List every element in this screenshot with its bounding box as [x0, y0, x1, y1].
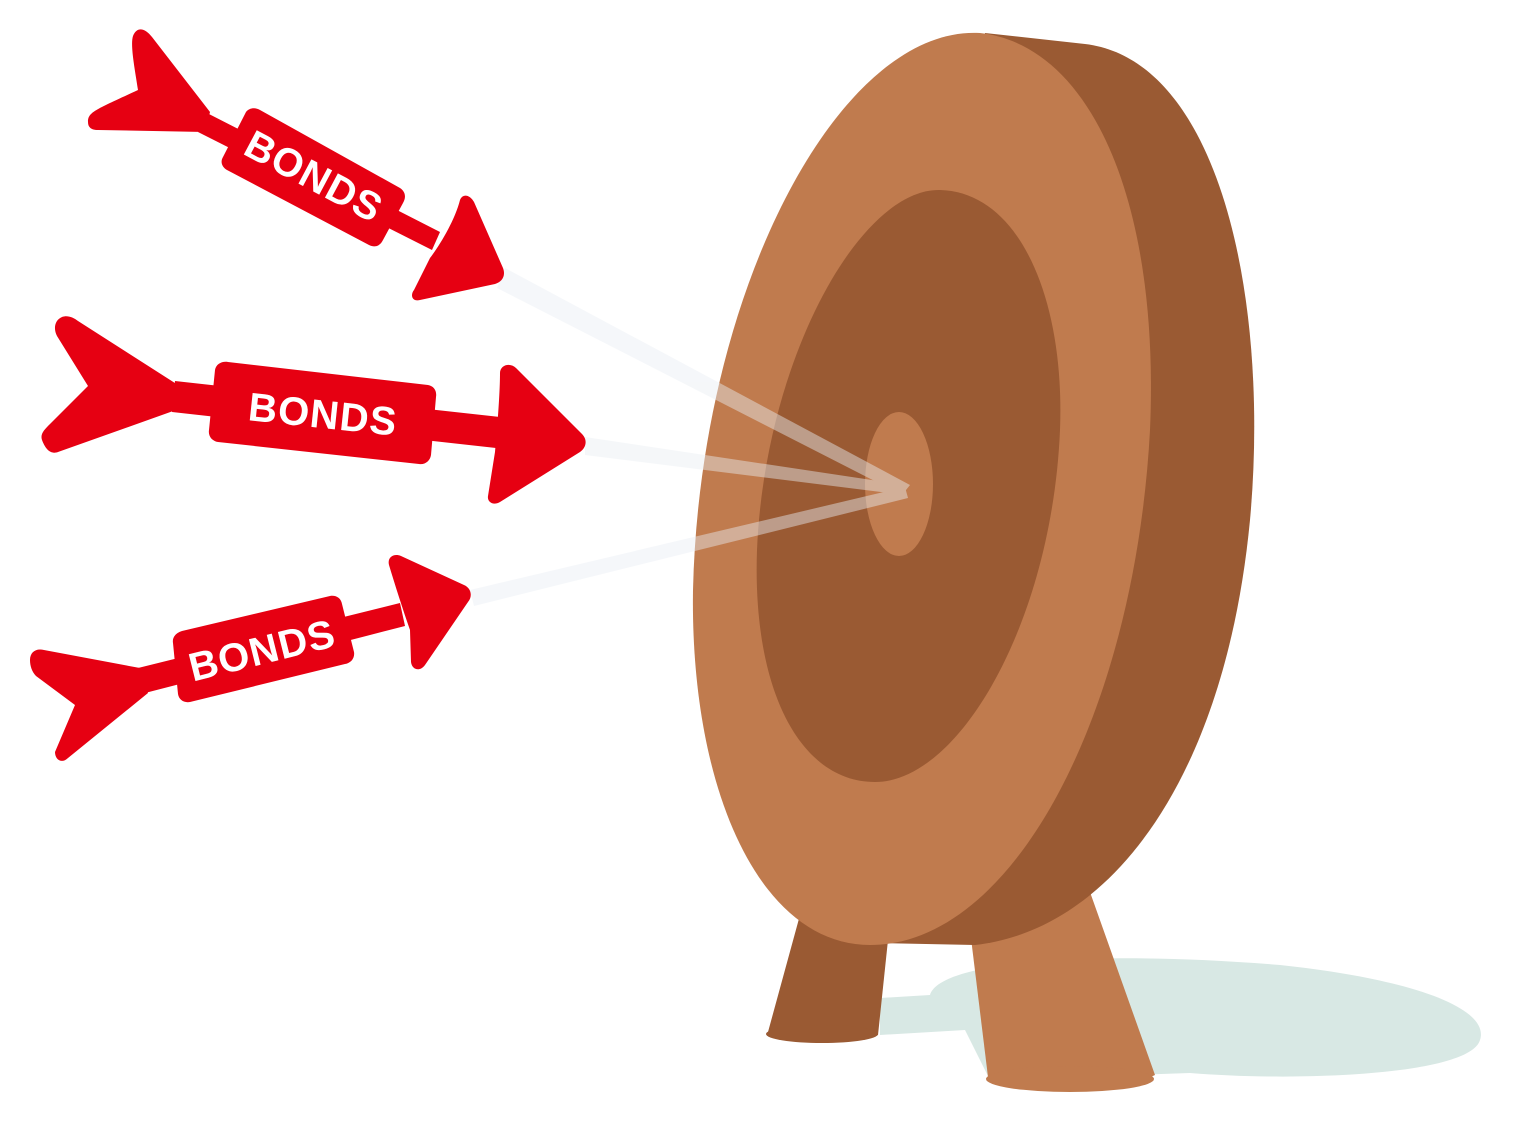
arrow-3-tag [172, 595, 355, 703]
target-face [692, 32, 1151, 945]
bonds-arrow-2: BONDS [41, 316, 586, 504]
bonds-arrow-1: BONDS [88, 29, 505, 301]
bonds-arrow-3: BONDS [30, 555, 471, 761]
arrow-3-fletching [30, 649, 148, 761]
arrow-2-head [487, 364, 586, 504]
arrow-1-tag [221, 108, 405, 247]
ground-shadow [880, 958, 1481, 1080]
arrow-2-tag [208, 361, 437, 465]
target-bullseye [865, 412, 933, 556]
arrow-1-head [412, 195, 505, 301]
arrow-1-fletching [88, 29, 210, 132]
arrow-3-head [388, 555, 471, 670]
arrow-trails [470, 268, 910, 606]
arrow-2-fletching [41, 316, 179, 453]
